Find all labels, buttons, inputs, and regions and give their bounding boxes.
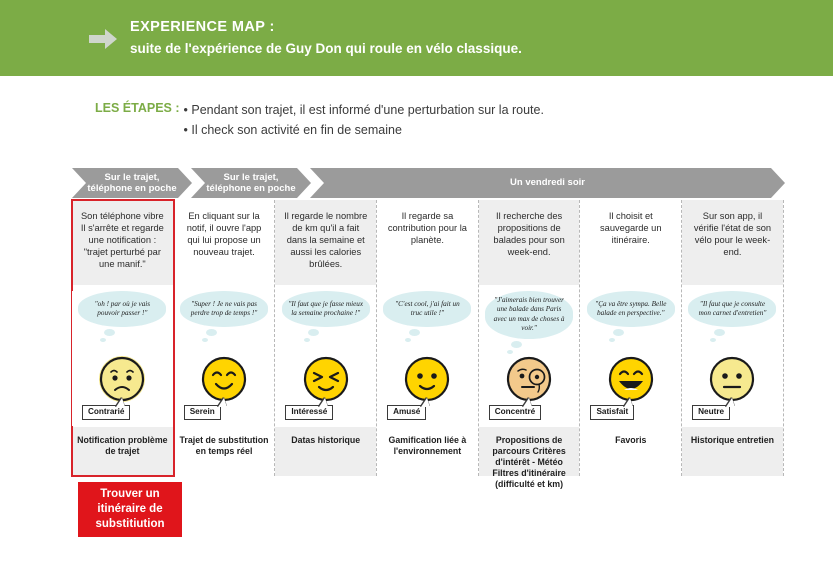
thought-bubble: "Super ! Je ne vais pas perdre trop de t…	[180, 291, 269, 342]
face-sad-icon	[99, 356, 146, 402]
column-emotion-area: "oh ! par où je vais pouvoir passer !" C…	[72, 291, 173, 426]
emotion-label-row: Contrarié	[72, 398, 173, 420]
column-feature: Notification problème de trajet	[72, 426, 173, 476]
page-subtitle: suite de l'expérience de Guy Don qui rou…	[130, 41, 522, 56]
steps-item: • Pendant son trajet, il est informé d'u…	[183, 103, 544, 117]
journey-column[interactable]: Il regarde le nombre de km qu'il a fait …	[275, 200, 378, 476]
steps-section: LES ÉTAPES : • Pendant son trajet, il es…	[0, 100, 833, 140]
emotion-label-row: Intéressé	[275, 398, 376, 420]
emotion-label: Concentré	[488, 405, 542, 420]
emotion-face-wrap: Concentré	[479, 356, 580, 420]
column-description: Sur son app, il vérifie l'état de son vé…	[682, 200, 783, 285]
phase-label-line1: Sur le trajet,	[104, 171, 160, 183]
page-header: EXPERIENCE MAP : suite de l'expérience d…	[0, 0, 833, 76]
emotion-face-wrap: Contrarié	[72, 356, 173, 420]
face-neutral-icon	[710, 356, 755, 402]
emotion-face-wrap: Satisfait	[580, 356, 681, 420]
phase-label-line1: Sur le trajet,	[223, 171, 279, 183]
thought-bubble: "Ça va être sympa. Belle balade en persp…	[586, 291, 675, 342]
emotion-face-wrap: Neutre	[682, 356, 783, 420]
face-grin-icon	[608, 356, 653, 402]
find-substitute-route-button[interactable]: Trouver un itinéraire de substitiution	[78, 482, 182, 537]
phase-label-line1: Un vendredi soir	[510, 177, 585, 189]
journey-column[interactable]: En cliquant sur la notif, il ouvre l'app…	[173, 200, 276, 476]
journey-column[interactable]: Sur son app, il vérifie l'état de son vé…	[682, 200, 784, 476]
column-feature: Propositions de parcours Critères d'inté…	[478, 426, 580, 489]
column-emotion-area: "Super ! Je ne vais pas perdre trop de t…	[173, 291, 275, 426]
steps-item: • Il check son activité en fin de semain…	[183, 123, 402, 137]
emotion-face-wrap: Serein	[174, 356, 275, 420]
column-emotion-area: "J'aimerais bien trouver une balade dans…	[478, 291, 580, 426]
emotion-label: Contrarié	[82, 405, 131, 420]
callout-pointer-icon	[116, 398, 125, 407]
callout-pointer-icon	[624, 398, 634, 407]
thought-bubble: "Il faut que je fasse mieux la semaine p…	[281, 291, 370, 342]
column-emotion-area: "Il faut que je consulte mon carnet d'en…	[682, 291, 783, 426]
callout-pointer-icon	[522, 398, 532, 407]
emotion-label-row: Neutre	[682, 398, 783, 420]
column-description: Il choisit et sauvegarde un itinéraire.	[580, 200, 682, 285]
emotion-label: Satisfait	[590, 405, 635, 420]
column-description: En cliquant sur la notif, il ouvre l'app…	[173, 200, 275, 285]
emotion-label: Serein	[183, 405, 221, 420]
callout-pointer-icon	[319, 398, 329, 407]
emotion-label: Intéressé	[285, 405, 334, 420]
journey-column[interactable]: Il recherche des propositions de balades…	[478, 200, 581, 489]
column-emotion-area: "C'est cool, j'ai fait un truc utile !" …	[377, 291, 478, 426]
column-feature: Favoris	[580, 426, 682, 476]
column-description: Il regarde sa contribution pour la planè…	[377, 200, 478, 285]
column-description: Son téléphone vibre Il s'arrête et regar…	[72, 200, 173, 285]
emotion-label: Neutre	[692, 405, 731, 420]
phase-banner: Sur le trajet, téléphone en poche	[191, 168, 311, 198]
header-text-block: EXPERIENCE MAP : suite de l'expérience d…	[130, 17, 522, 59]
column-description: Il recherche des propositions de balades…	[478, 200, 580, 285]
face-squint-icon	[303, 356, 348, 402]
arrow-right-icon	[89, 29, 117, 49]
face-monocle-icon	[506, 356, 552, 402]
emotion-label: Amusé	[387, 405, 427, 420]
callout-pointer-icon	[217, 398, 227, 407]
phase-banner: Sur le trajet, téléphone en poche	[72, 168, 192, 198]
thought-bubble: "C'est cool, j'ai fait un truc utile !"	[383, 291, 472, 342]
thought-bubble: "oh ! par où je vais pouvoir passer !"	[78, 291, 167, 342]
column-feature: Historique entretien	[682, 426, 783, 476]
emotion-label-row: Satisfait	[580, 398, 681, 420]
emotion-label-row: Concentré	[479, 398, 580, 420]
thought-bubble: "J'aimerais bien trouver une balade dans…	[485, 291, 574, 354]
column-feature: Gamification liée à l'environnement	[377, 426, 478, 476]
callout-pointer-icon	[421, 398, 431, 407]
thought-bubble: "Il faut que je consulte mon carnet d'en…	[688, 291, 777, 342]
steps-list: • Pendant son trajet, il est informé d'u…	[184, 100, 544, 140]
emotion-label-row: Serein	[174, 398, 275, 420]
callout-pointer-icon	[726, 398, 736, 407]
phase-label-line2: téléphone en poche	[206, 183, 296, 194]
phase-banner-row: Sur le trajet, téléphone en poche Sur le…	[72, 168, 784, 198]
phase-label-line2: téléphone en poche	[87, 183, 177, 194]
face-amused-icon	[405, 356, 450, 402]
journey-grid: Son téléphone vibre Il s'arrête et regar…	[71, 199, 784, 489]
column-feature: Datas historique	[275, 426, 377, 476]
page-title: EXPERIENCE MAP :	[130, 19, 275, 35]
column-emotion-area: "Ça va être sympa. Belle balade en persp…	[580, 291, 682, 426]
column-description: Il regarde le nombre de km qu'il a fait …	[275, 200, 377, 285]
journey-column[interactable]: Il regarde sa contribution pour la planè…	[377, 200, 479, 476]
column-feature: Trajet de substitution en temps réel	[173, 426, 275, 476]
emotion-label-row: Amusé	[377, 398, 478, 420]
emotion-face-wrap: Amusé	[377, 356, 478, 420]
journey-column[interactable]: Son téléphone vibre Il s'arrête et regar…	[71, 199, 175, 477]
face-smile-icon	[201, 356, 247, 402]
column-emotion-area: "Il faut que je fasse mieux la semaine p…	[275, 291, 377, 426]
emotion-face-wrap: Intéressé	[275, 356, 376, 420]
phase-banner: Un vendredi soir	[310, 168, 785, 198]
journey-column[interactable]: Il choisit et sauvegarde un itinéraire. …	[580, 200, 683, 476]
steps-label: LES ÉTAPES :	[95, 101, 180, 115]
